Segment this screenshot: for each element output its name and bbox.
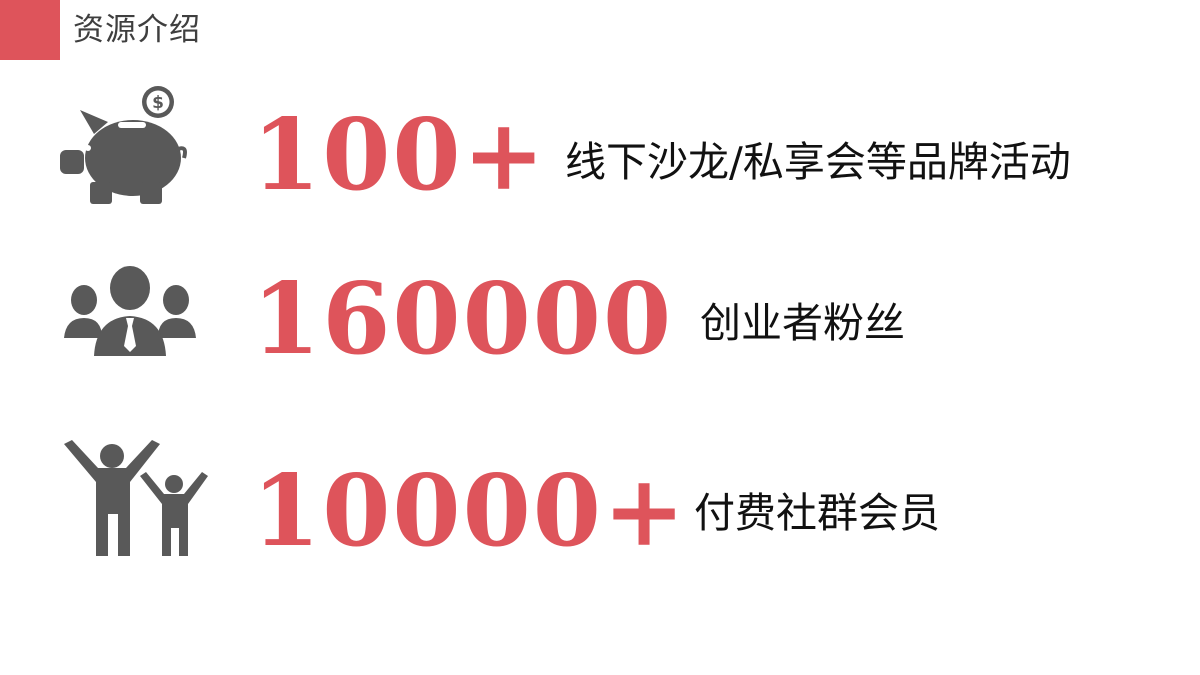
stat-label-members: 付费社群会员 xyxy=(694,489,940,537)
stat-label-fans: 创业者粉丝 xyxy=(700,299,905,347)
stat-label-activities: 线下沙龙/私享会等品牌活动 xyxy=(565,138,1071,186)
stat-value-members: 10000+ xyxy=(252,454,688,569)
stat-value-activities: 100+ xyxy=(252,98,547,213)
stat-value-fans: 160000 xyxy=(252,262,674,377)
header-accent-bar xyxy=(0,0,60,60)
group-icon xyxy=(64,266,196,356)
page-title: 资源介绍 xyxy=(73,12,201,48)
piggy-bank-icon: $ xyxy=(60,86,187,204)
svg-text:$: $ xyxy=(152,93,164,113)
family-cheer-icon xyxy=(64,440,208,556)
